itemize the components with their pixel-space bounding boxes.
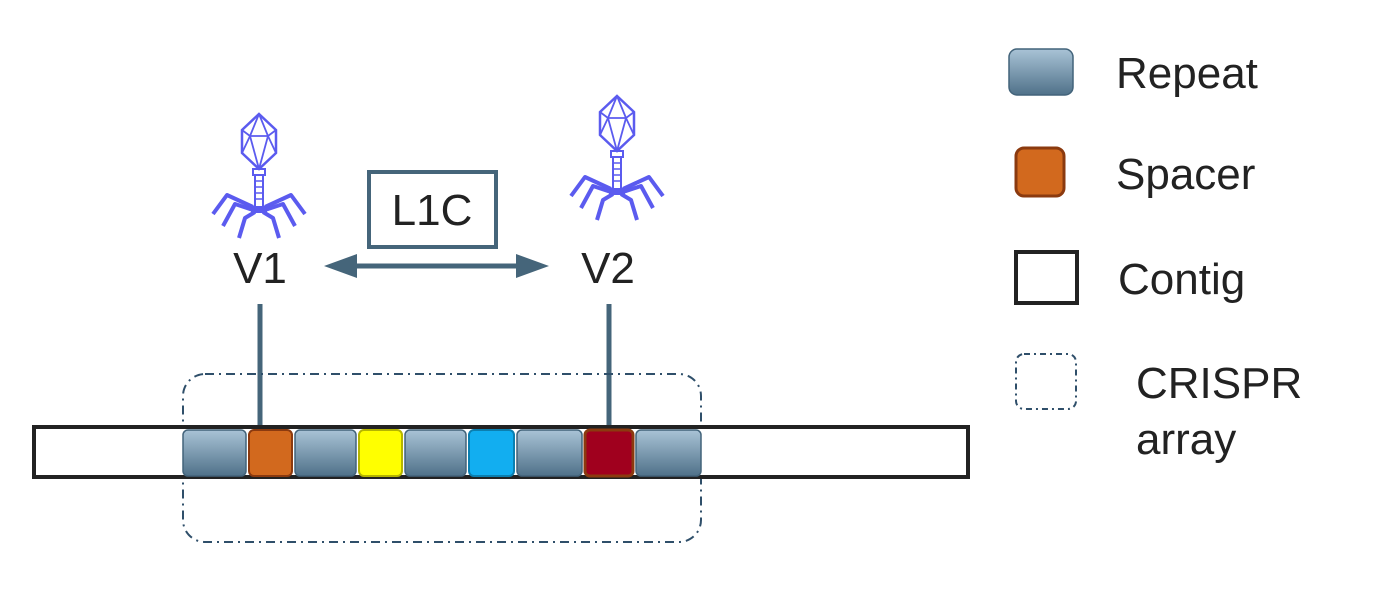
link-label-box [367,170,498,249]
phage-v1-icon [211,112,307,240]
repeat-unit [294,429,357,477]
phage-v1-label: V1 [233,244,287,293]
legend-spacer-swatch [1014,146,1066,198]
phage-v2-icon [569,94,665,222]
legend-crispr-swatch [1015,353,1077,410]
repeat-unit [182,429,247,477]
legend-contig-label: Contig [1118,255,1245,304]
legend-crispr-label-line1: CRISPR [1136,359,1302,408]
legend-crispr-label-line2: array [1136,415,1236,464]
spacer-unit [358,429,403,477]
spacer-unit [468,429,515,477]
legend-repeat-swatch [1008,48,1074,96]
repeat-unit [404,429,467,477]
crispr-array-units [182,428,702,478]
double-arrow [324,254,549,278]
legend-spacer-label: Spacer [1116,150,1255,199]
repeat-unit [516,429,583,477]
legend-repeat-label: Repeat [1116,49,1258,98]
spacer-unit [583,428,635,478]
repeat-unit [635,429,702,477]
link-label: L1C [392,186,473,235]
legend: Repeat Spacer Contig CRISPR array [1008,48,1302,464]
legend-contig-swatch [1014,250,1079,305]
phage-v2-label: V2 [581,244,635,293]
spacer-unit [248,429,293,477]
